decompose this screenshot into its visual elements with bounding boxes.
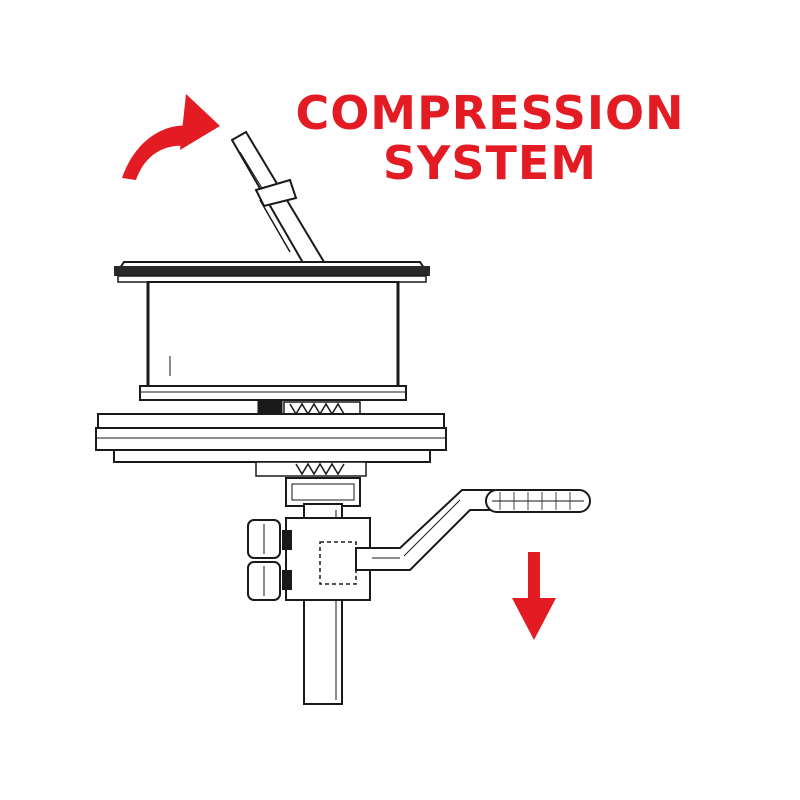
upper-spring-connector [257,399,361,419]
adjustment-knobs [247,519,281,601]
arrow-down-icon [512,552,556,640]
title-line-1: COMPRESSION [295,86,685,140]
crank-handle [355,489,591,571]
curved-arrow-icon [122,94,220,180]
title-line-2: SYSTEM [382,136,598,190]
base-plate [95,413,447,463]
drum-body [139,281,407,401]
diagram-title: COMPRESSION SYSTEM [270,88,710,188]
lower-spring-block [255,461,367,507]
tension-lever [230,130,326,270]
drum-lid [114,261,430,283]
